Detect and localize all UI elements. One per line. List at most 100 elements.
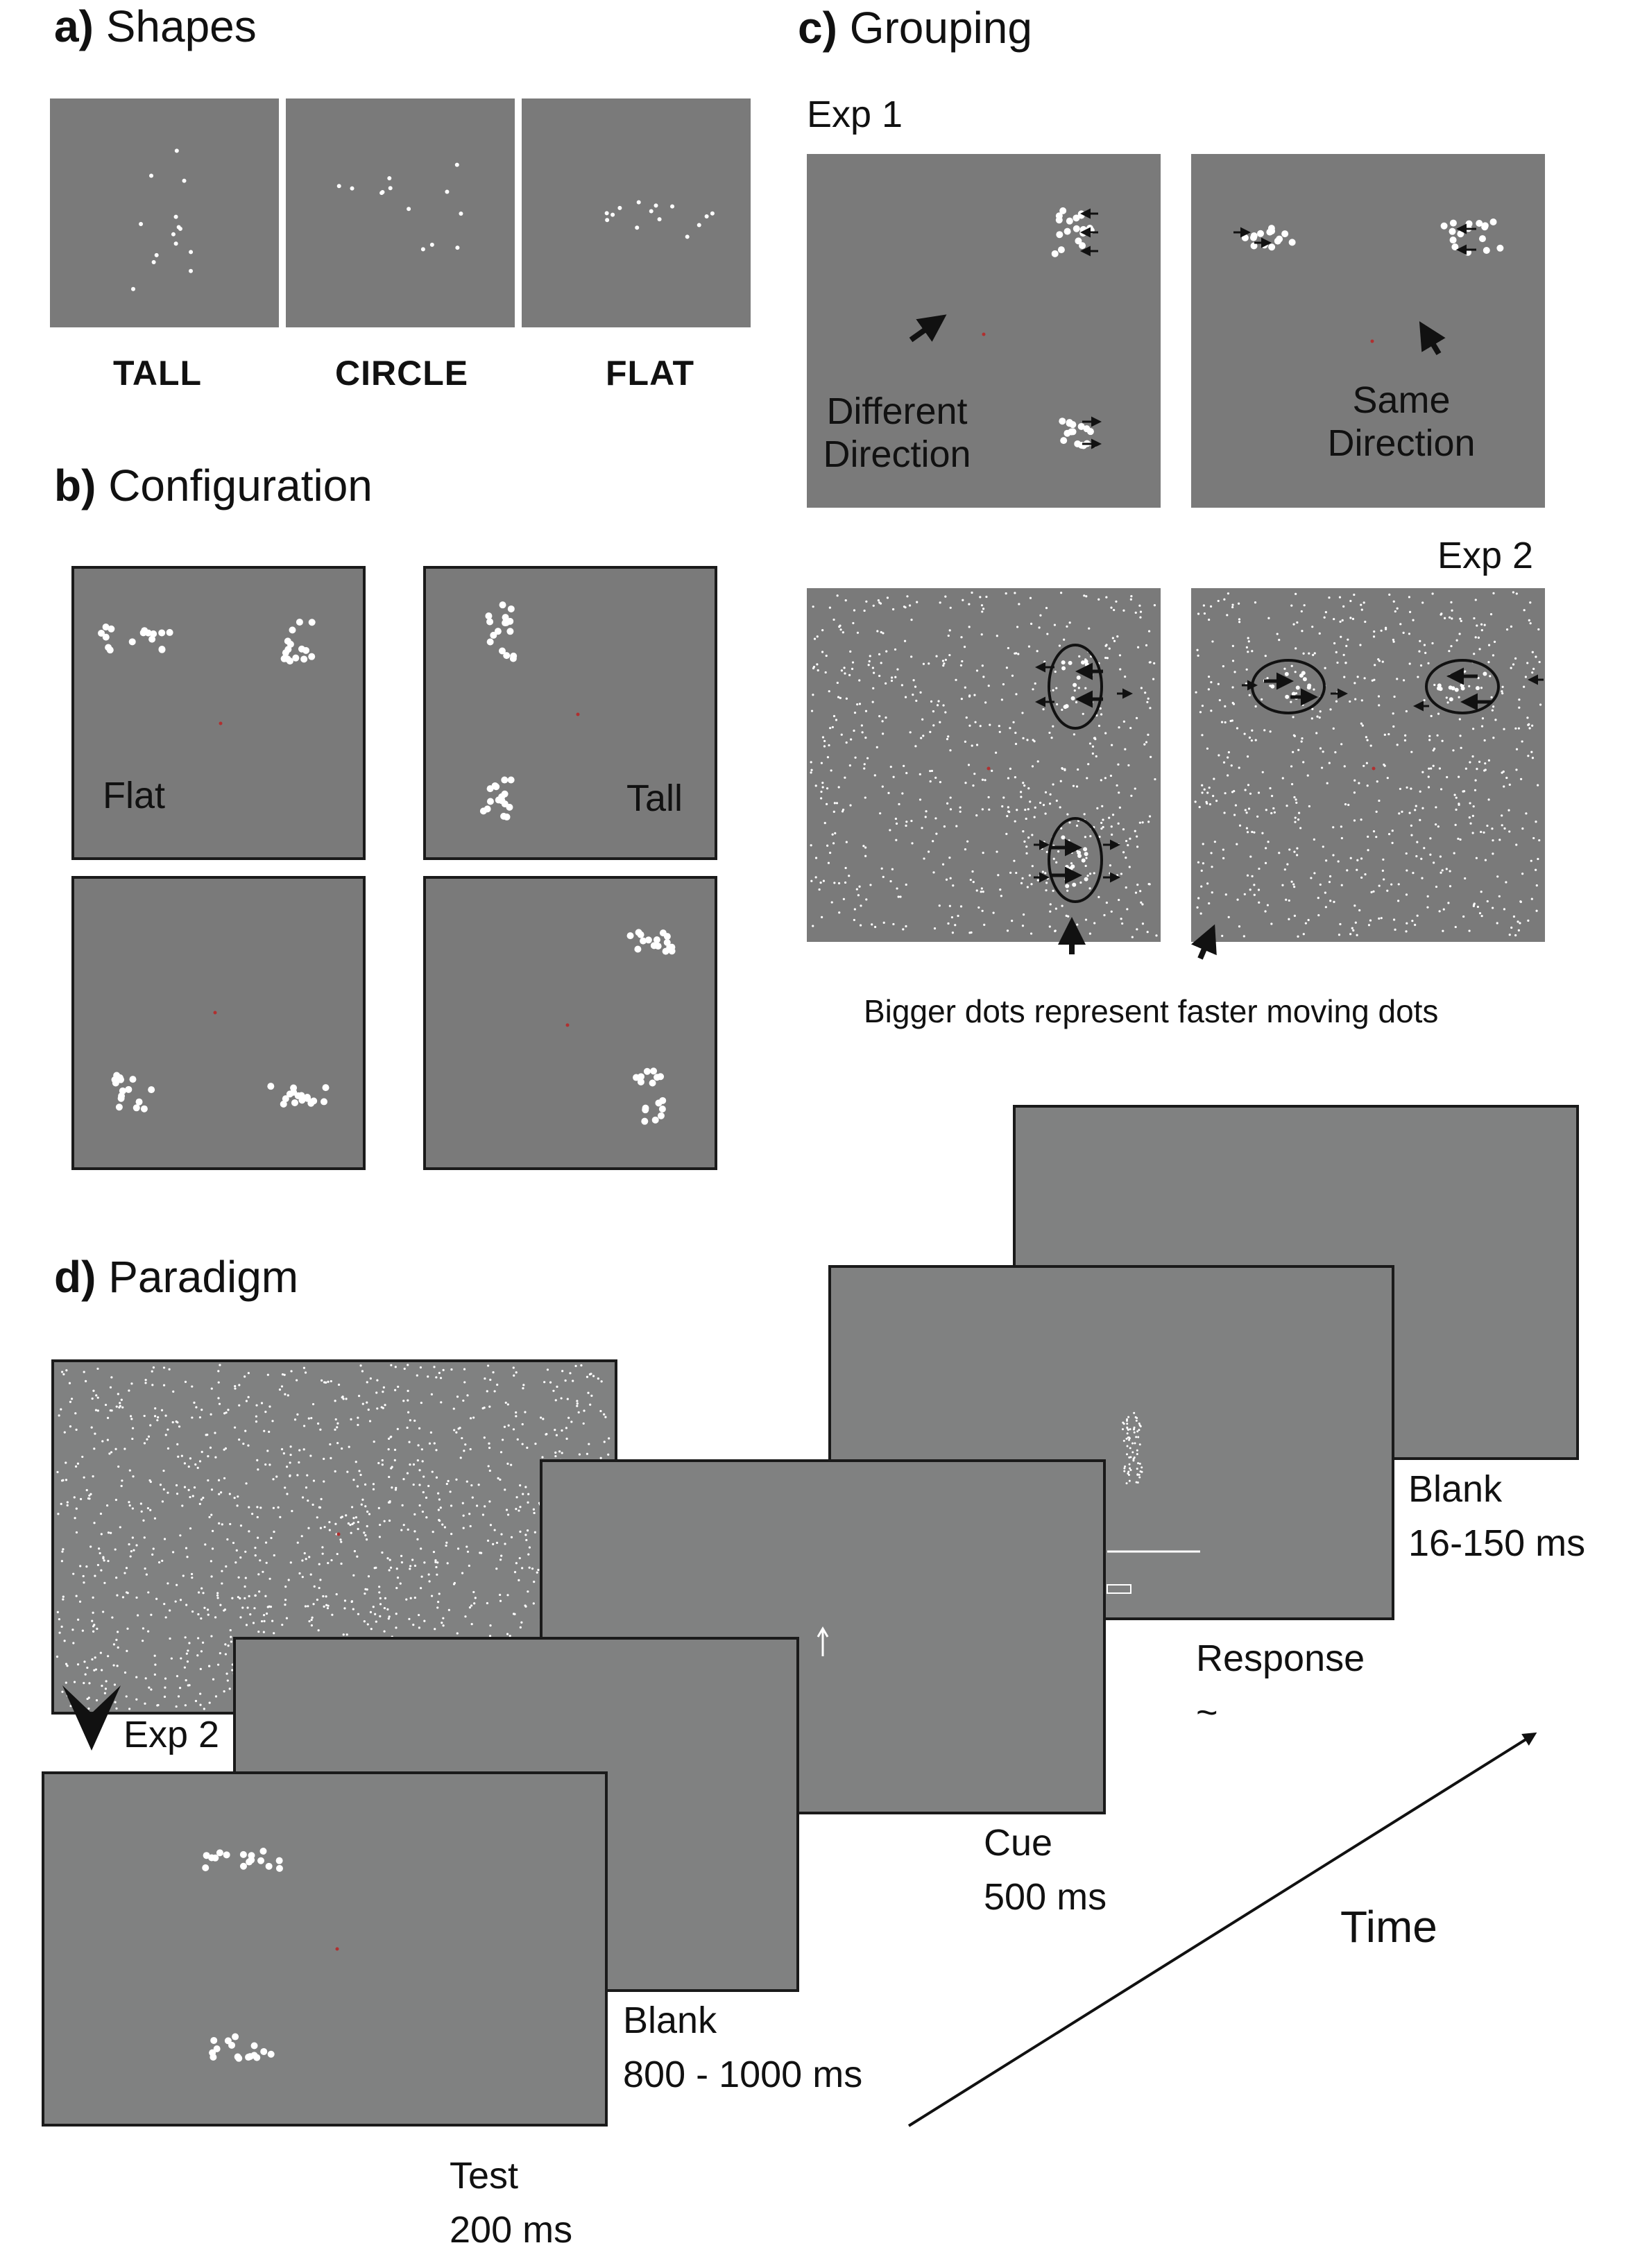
stimulus-dot <box>1411 920 1414 922</box>
stimulus-dot <box>1405 893 1408 896</box>
stimulus-dot <box>1042 708 1045 711</box>
stimulus-dot <box>1194 800 1197 803</box>
stimulus-dot <box>880 867 883 870</box>
stimulus-dot <box>455 1431 458 1434</box>
stimulus-dot <box>554 1399 557 1402</box>
stimulus-dot <box>300 655 308 663</box>
stimulus-dot <box>654 203 658 208</box>
stimulus-dot <box>1128 1479 1131 1482</box>
stimulus-dot <box>1455 808 1458 811</box>
stimulus-dot <box>1508 830 1511 833</box>
stimulus-dot <box>821 786 824 789</box>
stimulus-dot <box>864 737 867 739</box>
stimulus-dot <box>1245 811 1248 814</box>
stimulus-dot <box>1027 808 1030 811</box>
stimulus-dot <box>316 1598 318 1601</box>
stimulus-dot <box>861 731 864 734</box>
stimulus-dot <box>1387 833 1391 836</box>
stimulus-dot <box>308 1556 311 1558</box>
stimulus-dot <box>1222 857 1225 859</box>
stimulus-dot <box>574 1364 577 1368</box>
stimulus-dot <box>164 1616 167 1619</box>
stimulus-dot <box>368 1420 372 1423</box>
stimulus-dot <box>68 1382 71 1384</box>
stimulus-dot <box>1306 774 1309 777</box>
stimulus-dot <box>1084 877 1088 882</box>
stimulus-dot <box>1147 733 1150 736</box>
stimulus-dot <box>929 770 932 773</box>
stimulus-dot <box>256 1459 259 1461</box>
stimulus-dot <box>1197 897 1200 900</box>
stimulus-dot <box>103 1692 106 1694</box>
config-panel-tall-left <box>423 566 717 860</box>
stimulus-dot <box>1264 861 1267 864</box>
stimulus-dot <box>311 1402 315 1406</box>
stimulus-dot <box>1345 644 1348 647</box>
stimulus-dot <box>823 822 826 825</box>
stimulus-dot <box>1476 624 1478 627</box>
stimulus-dot <box>841 810 844 813</box>
stimulus-dot <box>228 1493 231 1495</box>
stimulus-dot <box>1208 618 1211 621</box>
stimulus-dot <box>207 1479 210 1482</box>
stimulus-dot <box>1153 662 1156 664</box>
stimulus-dot <box>420 1575 423 1578</box>
stimulus-dot <box>323 1605 325 1608</box>
stimulus-dot <box>1083 813 1086 816</box>
stimulus-dot <box>363 1531 366 1534</box>
stimulus-dot <box>438 1498 441 1501</box>
stimulus-dot <box>114 1447 117 1450</box>
stimulus-dot <box>259 1559 262 1562</box>
stimulus-dot <box>1257 791 1261 794</box>
stimulus-dot <box>1315 732 1318 734</box>
step-cue: Cue 500 ms <box>984 1816 1107 1925</box>
stimulus-dot <box>1058 644 1061 647</box>
stimulus-dot <box>420 1587 422 1590</box>
stimulus-dot <box>1141 903 1144 906</box>
stimulus-dot <box>1532 836 1535 840</box>
stimulus-dot <box>472 1590 475 1594</box>
stimulus-dot <box>1394 928 1396 931</box>
stimulus-dot <box>1129 1428 1131 1431</box>
stimulus-dot <box>390 1467 393 1470</box>
stimulus-dot <box>1432 749 1435 752</box>
stimulus-dot <box>342 1633 345 1636</box>
stimulus-dot <box>1423 698 1426 702</box>
stimulus-dot <box>1381 869 1384 872</box>
stimulus-dot <box>1095 755 1097 758</box>
stimulus-dot <box>425 1496 428 1499</box>
stimulus-dot <box>88 1682 91 1685</box>
stimulus-dot <box>221 1582 223 1585</box>
stimulus-dot <box>935 655 938 658</box>
stimulus-dot <box>185 1652 188 1655</box>
stimulus-dot <box>431 1470 434 1473</box>
stimulus-dot <box>60 1560 64 1563</box>
stimulus-dot <box>379 1523 382 1527</box>
stimulus-dot <box>423 1561 426 1564</box>
stimulus-dot <box>900 684 903 687</box>
stimulus-dot <box>107 1560 110 1563</box>
stimulus-dot <box>92 1389 95 1392</box>
stimulus-dot <box>1290 664 1293 667</box>
stimulus-dot <box>174 1600 177 1603</box>
stimulus-dot <box>979 725 982 728</box>
stimulus-dot <box>108 1452 111 1455</box>
stimulus-dot <box>200 1450 203 1453</box>
stimulus-dot <box>1227 592 1230 595</box>
response-content <box>1107 1411 1200 1594</box>
stimulus-dot <box>1406 869 1408 872</box>
stimulus-dot <box>1075 785 1079 788</box>
stimulus-dot <box>1231 644 1234 647</box>
stimulus-dot <box>182 1574 185 1577</box>
stimulus-dot <box>938 904 941 907</box>
stimulus-dot <box>1517 920 1519 923</box>
stimulus-dot <box>516 1438 519 1441</box>
stimulus-dot <box>1294 821 1297 823</box>
stimulus-dot <box>75 1507 78 1510</box>
group-ellipse <box>1251 659 1326 714</box>
stimulus-dot <box>932 724 935 727</box>
stimulus-dot <box>866 757 869 759</box>
stimulus-dot <box>166 1491 169 1494</box>
stimulus-dot <box>1527 919 1530 922</box>
stimulus-dot <box>1006 815 1009 818</box>
